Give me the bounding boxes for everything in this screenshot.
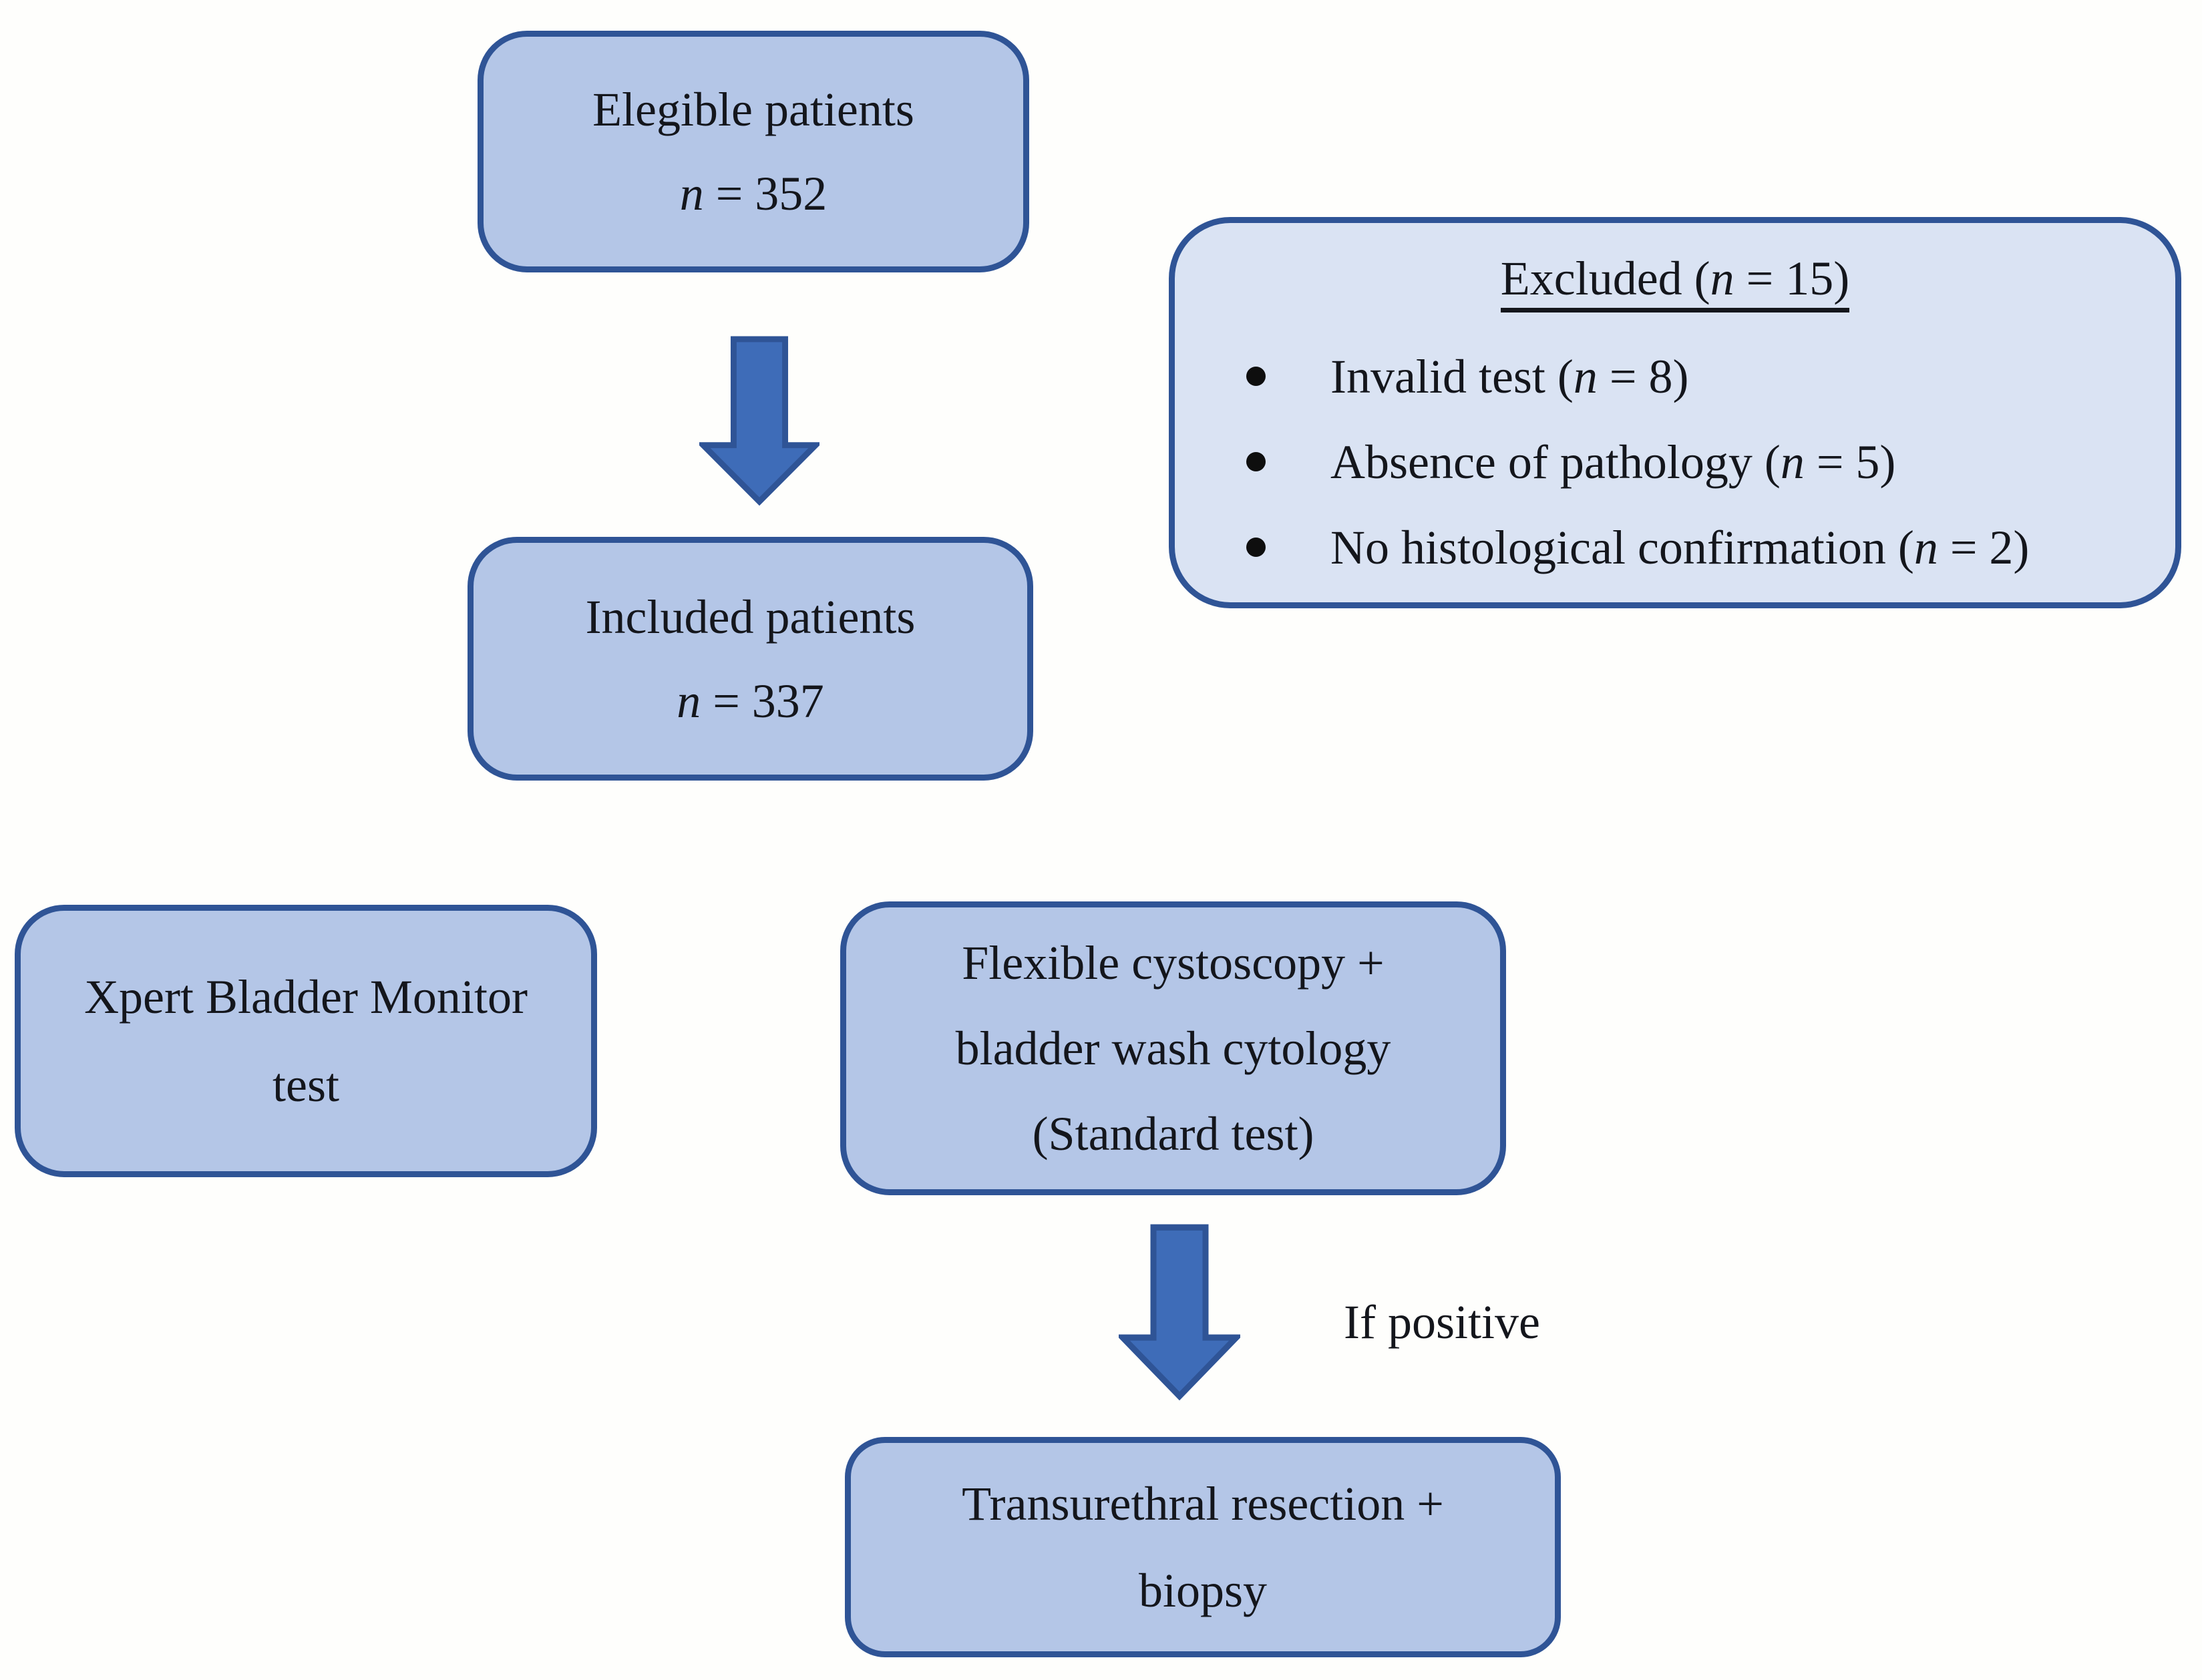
standard-test-line1: Flexible cystoscopy + <box>962 936 1385 990</box>
transurethral-line1: Transurethral resection + <box>962 1477 1444 1530</box>
standard-test-box: Flexible cystoscopy + bladder wash cytol… <box>840 901 1506 1195</box>
xpert-box-line2: test <box>272 1058 339 1112</box>
excluded-bullet-text: Invalid test (n = 8) <box>1330 349 1689 403</box>
n-italic: n <box>677 674 701 728</box>
eligible-patients-box: Elegible patients n = 352 <box>478 31 1029 272</box>
xpert-box-line1: Xpert Bladder Monitor <box>84 970 528 1024</box>
excluded-title-text: Excluded (n = 15) <box>1500 251 1850 312</box>
transurethral-line2: biopsy <box>1138 1564 1268 1617</box>
bullet-dot-icon <box>1246 452 1266 471</box>
included-patients-count: n = 337 <box>677 677 824 725</box>
excluded-bullet-text: Absence of pathology (n = 5) <box>1330 435 1896 489</box>
included-patients-label: Included patients <box>585 590 916 644</box>
excluded-box: Excluded (n = 15) Invalid test (n = 8) A… <box>1169 217 2181 608</box>
down-arrow-icon <box>699 335 819 506</box>
down-arrow-icon <box>1119 1223 1240 1401</box>
eligible-patients-label: Elegible patients <box>592 83 914 136</box>
if-positive-label: If positive <box>1344 1295 1540 1349</box>
excluded-bullet-no-histological: No histological confirmation (n = 2) <box>1212 523 2139 572</box>
bullet-dot-icon <box>1246 367 1266 386</box>
excluded-title: Excluded (n = 15) <box>1212 254 2139 312</box>
excluded-bullet-invalid-test: Invalid test (n = 8) <box>1212 353 2139 401</box>
xpert-bladder-monitor-box: Xpert Bladder Monitor test <box>15 905 597 1177</box>
n-value: = 337 <box>701 674 824 728</box>
n-italic: n <box>1780 435 1805 489</box>
excluded-bullet-text: No histological confirmation (n = 2) <box>1330 520 2030 574</box>
excluded-bullet-absence-pathology: Absence of pathology (n = 5) <box>1212 438 2139 486</box>
transurethral-resection-box: Transurethral resection + biopsy <box>845 1437 1561 1657</box>
bullet-dot-icon <box>1246 538 1266 557</box>
n-italic: n <box>1710 251 1734 305</box>
n-italic: n <box>1913 520 1938 574</box>
included-patients-box: Included patients n = 337 <box>468 537 1033 781</box>
standard-test-line3: (Standard test) <box>1032 1107 1314 1161</box>
n-italic: n <box>679 167 704 220</box>
n-italic: n <box>1573 349 1598 403</box>
eligible-patients-count: n = 352 <box>680 170 828 218</box>
n-value: = 352 <box>703 167 828 220</box>
standard-test-line2: bladder wash cytology <box>955 1022 1391 1075</box>
